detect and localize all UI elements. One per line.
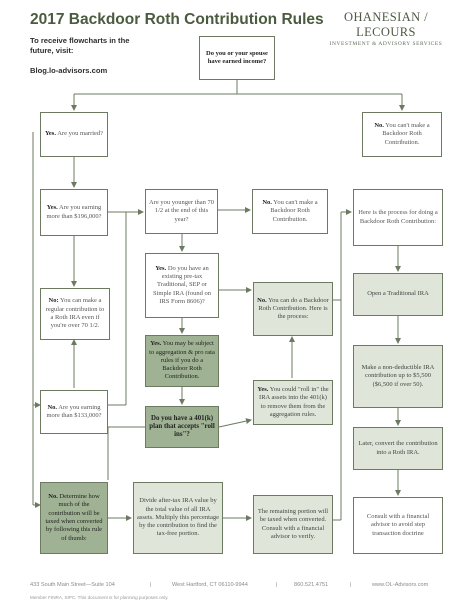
node-regular-lead: No: xyxy=(48,297,59,305)
node-earning-196k-lead: Yes. xyxy=(46,204,58,212)
logo-tagline: INVESTMENT & ADVISORY SERVICES xyxy=(329,41,443,47)
footer-separator: | xyxy=(150,582,152,588)
node-aggregation-lead: Yes. xyxy=(150,340,162,348)
node-pretax-ira: Yes. Do you have an existing pre-tax Tra… xyxy=(145,253,219,318)
node-pretax-lead: Yes. xyxy=(155,264,167,272)
node-step-consult: Consult with a financial advisor to avoi… xyxy=(353,497,443,554)
node-regular-contribution: No: You can make a regular contribution … xyxy=(40,288,110,340)
node-married-lead: Yes. xyxy=(44,130,56,138)
node-remaining-taxed: The remaining portion will be taxed when… xyxy=(253,495,333,554)
node-step-open-ira: Open a Traditional IRA xyxy=(353,273,443,316)
node-earning-196k: Yes. Are you earning more than $196,000? xyxy=(40,189,108,236)
node-do-backdoor-text: You can do a Backdoor Roth Contribution.… xyxy=(258,296,329,321)
node-step-contribute: Make a non-deductible IRA contribution u… xyxy=(353,345,443,408)
page-title: 2017 Backdoor Roth Contribution Rules xyxy=(30,11,324,28)
node-process-intro: Here is the process for doing a Backdoor… xyxy=(353,189,443,246)
node-do-backdoor-lead: No. xyxy=(257,296,267,304)
footer-city: West Hartford, CT 06110-9944 xyxy=(172,582,248,588)
node-no-earned-income: No. You can't make a Backdoor Roth Contr… xyxy=(362,112,442,157)
node-earning-133k: No. Are you earning more than $133,000? xyxy=(40,390,108,434)
node-do-backdoor: No. You can do a Backdoor Roth Contribut… xyxy=(253,282,333,336)
footer-address: 433 South Main Street—Suite 104 xyxy=(30,582,115,588)
node-over-70: No. You can't make a Backdoor Roth Contr… xyxy=(252,189,328,234)
node-no-earned-text: You can't make a Backdoor Roth Contribut… xyxy=(382,122,430,146)
node-no-earned-lead: No. xyxy=(374,122,384,130)
node-determine-lead: No. xyxy=(48,493,58,501)
footer-separator: | xyxy=(276,582,278,588)
node-determine-tax: No. Determine how much of the contributi… xyxy=(40,482,108,554)
node-married-text: Are you married? xyxy=(55,130,104,138)
node-divide-rule: Divide after-tax IRA value by the total … xyxy=(133,482,223,554)
node-earned-income: Do you or your spouse have earned income… xyxy=(199,36,275,80)
footer-separator: | xyxy=(350,582,352,588)
logo-name: OHANESIAN / LECOURS xyxy=(344,10,428,39)
intro-text: To receive flowcharts in the future, vis… xyxy=(30,36,130,55)
node-aggregation-text: You may be subject to aggregation & pro … xyxy=(149,340,215,381)
footer-website[interactable]: www.OL-Advisors.com xyxy=(372,582,429,588)
node-roll-in-question: Do you have a 401(k) plan that accepts "… xyxy=(145,406,219,448)
node-roll-in-yes: Yes. You could "roll in" the IRA assets … xyxy=(253,380,333,425)
node-earning-196k-text: Are you earning more than $196,000? xyxy=(46,204,102,220)
node-over-70-text: You can't make a Backdoor Roth Contribut… xyxy=(270,199,318,223)
node-over-70-lead: No. xyxy=(262,199,272,207)
node-pretax-text: Do you have an existing pre-tax Traditio… xyxy=(153,264,211,305)
node-aggregation: Yes. You may be subject to aggregation &… xyxy=(145,335,219,387)
node-earning-133k-text: Are you earning more than $133,000? xyxy=(46,403,102,419)
blog-link[interactable]: Blog.lo-advisors.com xyxy=(30,66,108,75)
node-roll-in-yes-lead: Yes. xyxy=(257,385,269,393)
disclaimer: Member FINRA, SIPC. This document is for… xyxy=(30,595,169,600)
node-younger-70: Are you younger than 70 1/2 at the end o… xyxy=(145,189,218,234)
node-regular-text: You can make a regular contribution to a… xyxy=(45,297,105,330)
node-married: Yes. Are you married? xyxy=(40,112,108,157)
node-roll-in-yes-text: You could "roll in" the IRA assets into … xyxy=(259,385,329,418)
footer-phone: 860.521.4751 xyxy=(294,582,329,588)
node-earning-133k-lead: No. xyxy=(47,403,58,411)
node-step-convert: Later, convert the contribution into a R… xyxy=(353,427,443,470)
node-determine-text: Determine how much of the contribution w… xyxy=(45,493,103,542)
company-logo: OHANESIAN / LECOURS INVESTMENT & ADVISOR… xyxy=(318,10,454,47)
